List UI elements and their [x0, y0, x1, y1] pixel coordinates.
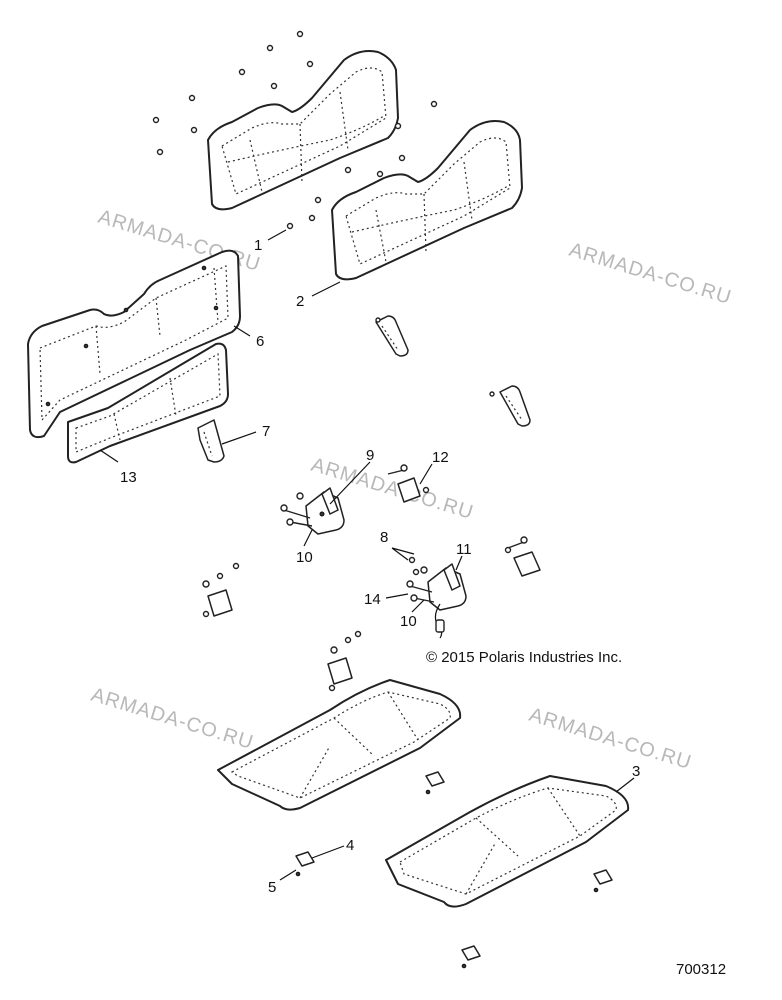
- callout-3: 3: [632, 763, 640, 780]
- hinge-bracket-left: [197, 419, 225, 463]
- mechanism-left: [202, 562, 240, 618]
- watermark-4: ARMADA-CO.RU: [89, 684, 257, 754]
- clip-brackets: [295, 771, 613, 969]
- seat-bottom-left: [217, 679, 462, 811]
- callout-12: 12: [432, 449, 449, 466]
- callout-13: 13: [120, 469, 137, 486]
- hinge-bracket-right-1: [375, 315, 409, 357]
- copyright-text: © 2015 Polaris Industries Inc.: [426, 649, 622, 666]
- callout-10-lower: 10: [400, 613, 417, 630]
- clip-4: [461, 945, 481, 969]
- diagram-number: 700312: [676, 961, 726, 978]
- callout-11: 11: [456, 541, 472, 558]
- watermark-5: ARMADA-CO.RU: [527, 704, 695, 774]
- leader-lines: [99, 229, 635, 881]
- callout-10-upper: 10: [296, 549, 313, 566]
- clip-2: [425, 771, 445, 795]
- callout-4: 4: [346, 837, 354, 854]
- mechanism-center: [327, 630, 362, 692]
- seat-back-lower: [331, 120, 523, 281]
- clip-3: [593, 869, 613, 893]
- callout-7: 7: [262, 423, 270, 440]
- latch-assembly-lower: [406, 556, 467, 639]
- mechanism-12: [387, 464, 430, 503]
- callout-5: 5: [268, 879, 276, 896]
- clip-1: [295, 851, 315, 877]
- callout-8: 8: [380, 529, 388, 546]
- hinge-bracket-right-2: [489, 385, 531, 427]
- mechanism-right: [504, 536, 541, 577]
- latch-assembly-upper: [280, 487, 345, 535]
- seat-back-pad: [67, 342, 229, 464]
- callout-6: 6: [256, 333, 264, 350]
- callout-14: 14: [364, 591, 381, 608]
- seat-bottom-right: [385, 775, 630, 908]
- watermark-2: ARMADA-CO.RU: [567, 239, 735, 309]
- seat-back-upper: [207, 50, 399, 211]
- callout-9: 9: [366, 447, 374, 464]
- screw-group-1: [152, 30, 438, 230]
- callouts: 1 2 6 7 13 9 12 10 8 11 14 10 3 4 5: [120, 237, 640, 896]
- callout-1: 1: [254, 237, 262, 254]
- seat-back-panel: [27, 249, 241, 439]
- callout-2: 2: [296, 293, 304, 310]
